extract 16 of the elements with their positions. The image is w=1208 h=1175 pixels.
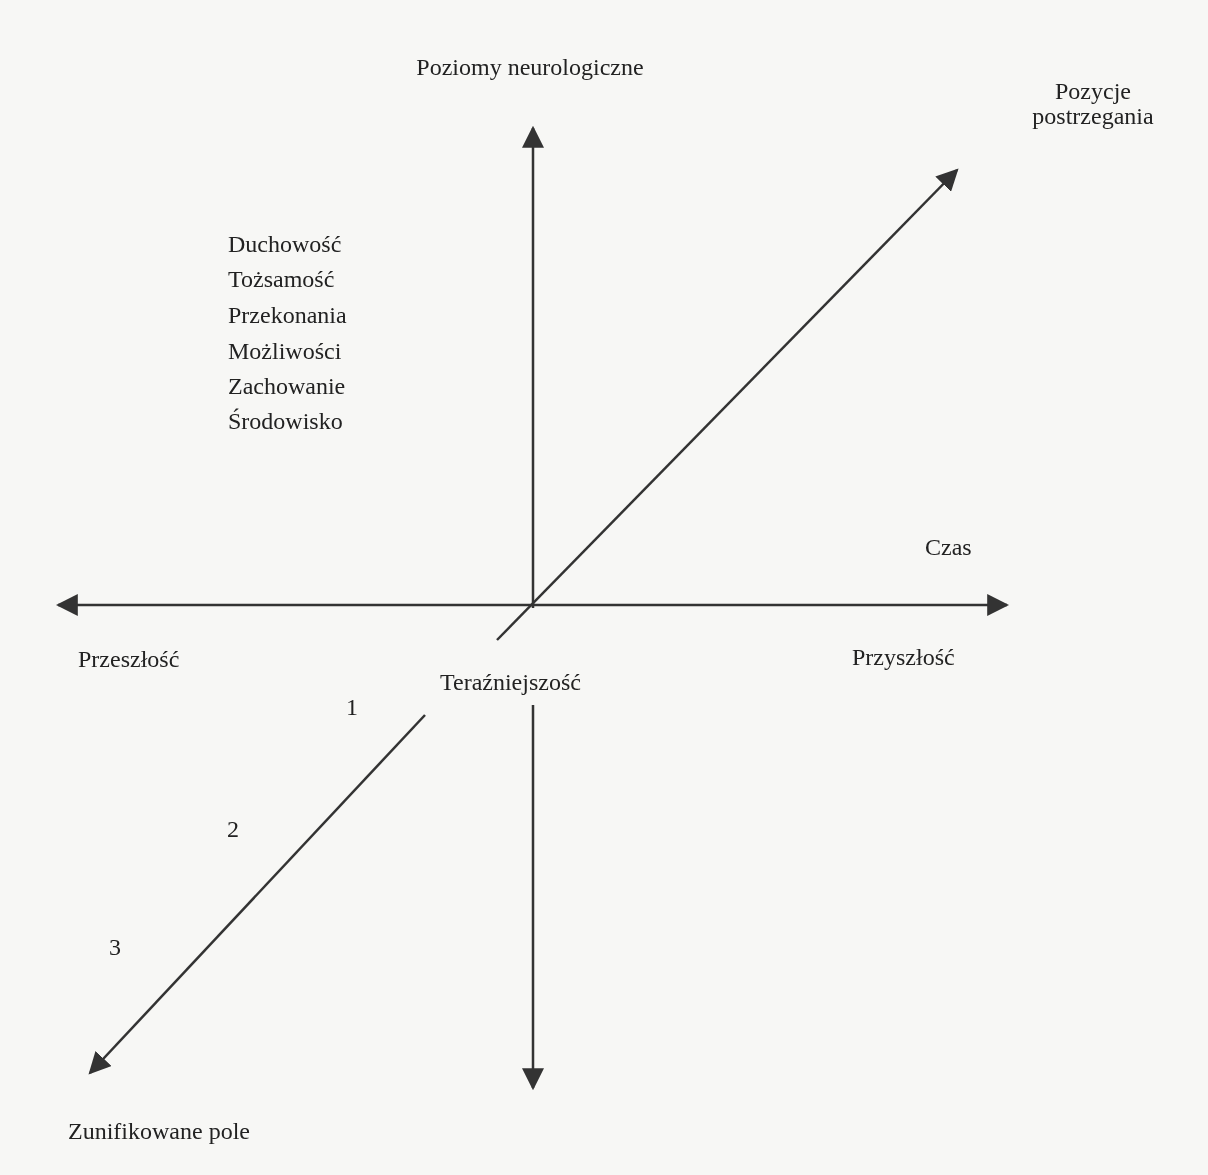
level-label: Możliwości: [228, 339, 342, 365]
level-label: Tożsamość: [228, 267, 335, 293]
level-label: Środowisko: [228, 409, 343, 435]
axis-label: Czas: [925, 535, 972, 561]
axis-label: Przeszłość: [78, 647, 180, 673]
level-label: Duchowość: [228, 232, 342, 258]
axis-label: Teraźniejszość: [440, 670, 581, 696]
axis-label: Poziomy neurologiczne: [416, 55, 644, 81]
axis-label: Pozycje postrzegania: [1031, 78, 1155, 130]
axis-label: Przyszłość: [852, 645, 955, 671]
position-number: 3: [109, 935, 121, 961]
level-label: Przekonania: [228, 303, 347, 329]
axis-label: Zunifikowane pole: [68, 1119, 250, 1145]
position-number: 1: [346, 695, 358, 721]
position-number: 2: [227, 817, 239, 843]
level-label: Zachowanie: [228, 374, 346, 400]
